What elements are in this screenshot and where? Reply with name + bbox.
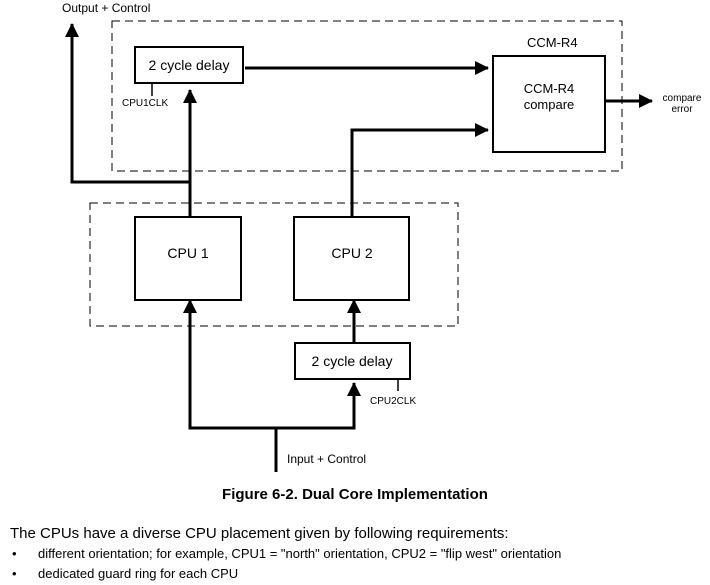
output-control-label: Output + Control [62,1,150,15]
output-control-line [65,23,190,184]
cpu1-block [134,216,242,301]
list-item: • dedicated guard ring for each CPU [10,565,561,585]
ccm-dashed-region [111,20,623,172]
intro-paragraph: The CPUs have a diverse CPU placement gi… [10,525,509,542]
ccm-block-label-line1: CCM-R4 [524,81,575,96]
cpu-dashed-region [89,202,459,327]
delay-block-bottom [294,342,411,380]
compare-error-label-line1: compare [663,93,702,104]
delay-bottom-label: 2 cycle delay [312,353,393,369]
requirements-list: • different orientation; for example, CPU… [10,545,561,585]
list-item-text: different orientation; for example, CPU1… [38,546,562,561]
cpu2-block [293,216,410,301]
ccm-compare-block [492,55,606,153]
input-to-delay-line [276,382,361,430]
list-item: • different orientation; for example, CPU… [10,545,561,565]
ccm-region-label: CCM-R4 [527,35,578,50]
input-control-label: Input + Control [287,452,366,466]
list-item-text: dedicated guard ring for each CPU [38,566,239,581]
cpu2-to-ccm-line [350,123,489,217]
bullet-icon: • [12,566,17,581]
cpu1-label: CPU 1 [167,245,208,261]
compare-error-label-line2: error [671,104,693,115]
input-control-line [183,299,278,472]
delay-block-top [134,46,244,84]
figure-caption: Figure 6-2. Dual Core Implementation [222,486,488,503]
ccm-block-label-line2: compare [524,97,575,112]
delay-top-label: 2 cycle delay [149,57,230,73]
cpu2clk-label: CPU2CLK [370,396,416,407]
bullet-icon: • [12,546,17,561]
dual-core-diagram: Output + Control CCM-R4 CCM-R4 compare c… [62,1,702,472]
cpu2-label: CPU 2 [331,245,372,261]
cpu1clk-label: CPU1CLK [122,98,168,109]
